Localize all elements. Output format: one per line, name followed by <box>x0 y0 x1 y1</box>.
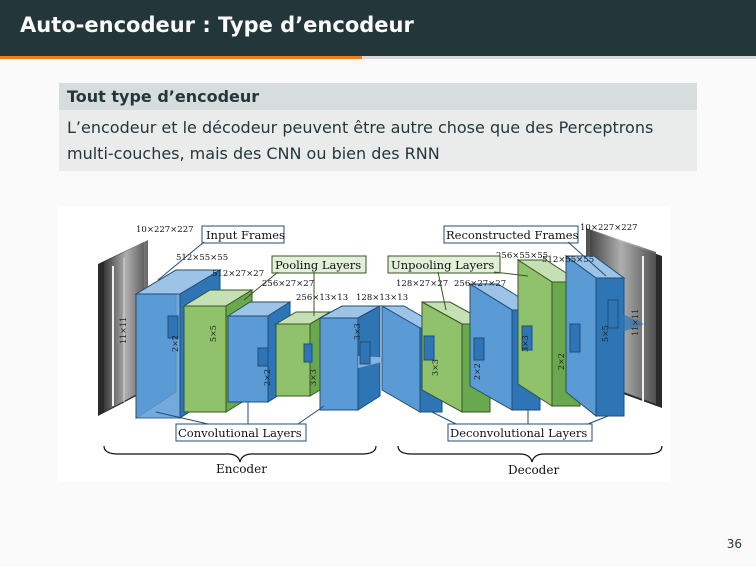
pointer-line <box>431 411 457 425</box>
kernel-label-6: 3×3 <box>353 323 362 340</box>
title-rule <box>0 56 756 59</box>
label-pooling-layers: Pooling Layers <box>275 258 361 272</box>
kernel-label-4: 2×2 <box>263 369 272 386</box>
title-progress-accent <box>0 56 362 59</box>
block-line-2: multi-couches, mais des CNN ou bien des … <box>67 144 440 163</box>
pointer-line <box>243 271 279 301</box>
dim-conv2: 256×27×27 <box>262 279 314 289</box>
pointer-line <box>493 271 529 277</box>
pointer-line <box>567 241 607 277</box>
label-encoder: Encoder <box>216 462 267 476</box>
dim-deconv2: 512×55×55 <box>542 255 594 265</box>
encoder-brace <box>103 445 377 463</box>
block-line-1: L’encodeur et le décodeur peuvent être a… <box>67 118 654 137</box>
block-heading: Tout type d’encodeur <box>59 83 697 110</box>
label-input-frames: Input Frames <box>206 228 285 242</box>
label-convolutional-layers: Convolutional Layers <box>178 426 302 440</box>
dim-pool2: 256×13×13 <box>296 293 348 303</box>
pointer-line <box>155 411 209 425</box>
dim-deconv1: 256×27×27 <box>454 279 506 289</box>
kernel-label-10: 2×2 <box>557 353 566 370</box>
dim-conv3: 128×13×13 <box>356 293 408 303</box>
pointer-line <box>587 415 609 425</box>
pointer-line <box>437 271 447 311</box>
slide-title: Auto-encodeur : Type d’encodeur <box>20 13 414 37</box>
pointer-line <box>157 241 205 281</box>
label-decoder: Decoder <box>508 463 559 477</box>
dim-pool1: 512×27×27 <box>212 269 264 279</box>
conv-block-3 <box>319 305 381 411</box>
dim-unpool2: 256×55×55 <box>496 251 548 261</box>
kernel-markers <box>167 299 619 367</box>
kernel-label-12: 11×11 <box>631 309 640 336</box>
block-body: L’encodeur et le décodeur peuvent être a… <box>59 110 697 171</box>
dim-unpool1: 128×27×27 <box>396 279 448 289</box>
kernel-label-3: 5×5 <box>209 325 218 342</box>
dim-conv1: 512×55×55 <box>176 253 228 263</box>
autoencoder-figure: 11×11 2×2 5×5 2×2 3×3 3×3 3×3 2×2 3×3 2×… <box>58 206 670 482</box>
decoder-brace <box>397 445 663 463</box>
pointer-line <box>297 405 325 425</box>
kernel-label-2: 2×2 <box>171 335 180 352</box>
title-bar: Auto-encodeur : Type d’encodeur <box>0 0 756 56</box>
label-unpooling-layers: Unpooling Layers <box>391 258 494 272</box>
deconv-block-3 <box>564 255 626 418</box>
label-deconvolutional-layers: Deconvolutional Layers <box>450 426 587 440</box>
kernel-label-5: 3×3 <box>309 369 318 386</box>
autoencoder-diagram: 11×11 2×2 5×5 2×2 3×3 3×3 3×3 2×2 3×3 2×… <box>98 223 663 477</box>
text-block: Tout type d’encodeur L’encodeur et le dé… <box>59 83 697 171</box>
kernel-label-9: 3×3 <box>521 335 530 352</box>
kernel-label-1: 11×11 <box>119 317 128 344</box>
page-number: 36 <box>726 537 742 551</box>
label-reconstructed-frames: Reconstructed Frames <box>446 228 579 242</box>
dim-output: 10×227×227 <box>580 223 638 233</box>
kernel-label-8: 2×2 <box>473 363 482 380</box>
kernel-label-7: 3×3 <box>431 359 440 376</box>
dim-input: 10×227×227 <box>136 225 194 235</box>
kernel-label-11: 5×5 <box>601 325 610 342</box>
